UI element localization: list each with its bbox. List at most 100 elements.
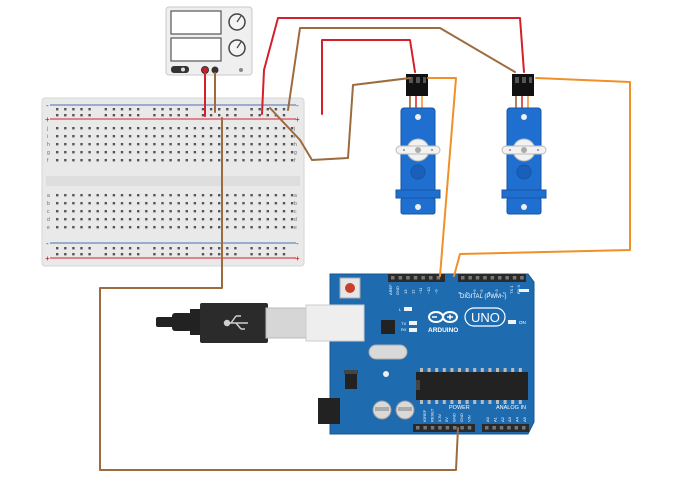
chip-leg bbox=[458, 368, 461, 372]
breadboard-hole bbox=[242, 218, 245, 221]
rail-hole bbox=[274, 253, 278, 256]
breadboard-hole bbox=[258, 135, 261, 138]
rail-hole bbox=[226, 114, 229, 117]
analog-pin-label: A1 bbox=[492, 416, 497, 422]
breadboard-hole bbox=[88, 143, 91, 146]
breadboard-hole bbox=[120, 151, 124, 154]
breadboard-hole bbox=[56, 151, 59, 154]
breadboard-hole bbox=[56, 127, 59, 130]
rail-minus-top: - bbox=[46, 101, 49, 110]
breadboard-hole bbox=[177, 159, 180, 162]
breadboard-hole bbox=[112, 151, 116, 154]
digital-pin-label: RX 0 bbox=[516, 284, 521, 294]
header-pin bbox=[436, 276, 441, 280]
breadboard-hole bbox=[282, 226, 286, 229]
breadboard-hole bbox=[258, 202, 261, 205]
breadboard-hole bbox=[201, 143, 205, 146]
breadboard-hole bbox=[96, 143, 99, 146]
breadboard-hole bbox=[226, 127, 229, 130]
breadboard-hole bbox=[137, 202, 140, 205]
breadboard-hole bbox=[145, 143, 148, 146]
rail-hole bbox=[250, 114, 253, 117]
breadboard-hole bbox=[250, 218, 253, 221]
rail-hole bbox=[56, 108, 59, 111]
header-pin bbox=[423, 426, 427, 430]
breadboard-hole bbox=[290, 202, 294, 205]
breadboard-hole bbox=[201, 202, 205, 205]
breadboard-hole bbox=[80, 151, 83, 154]
breadboard-hole bbox=[185, 127, 188, 130]
rail-hole bbox=[56, 253, 59, 256]
header-pin bbox=[421, 276, 425, 280]
breadboard-hole bbox=[145, 127, 148, 130]
breadboard-hole bbox=[250, 143, 253, 146]
rail-hole bbox=[56, 247, 59, 250]
rail-hole bbox=[185, 247, 188, 250]
rail-hole bbox=[161, 114, 164, 117]
breadboard-hole bbox=[218, 210, 221, 213]
breadboard-hole bbox=[128, 226, 132, 229]
row-letter: d bbox=[47, 217, 50, 223]
digital-pin-label: ~3 bbox=[494, 289, 499, 294]
power-switch[interactable] bbox=[171, 66, 189, 73]
rail-hole bbox=[274, 247, 278, 250]
rail-hole bbox=[266, 108, 269, 111]
breadboard-hole bbox=[120, 135, 124, 138]
rail-hole bbox=[80, 114, 83, 117]
usb-cable bbox=[156, 303, 365, 343]
usb-icon bbox=[223, 315, 248, 330]
crystal-oscillator bbox=[368, 344, 408, 360]
digital-pin-label: 13 bbox=[403, 289, 408, 294]
digital-pin-label: ~5 bbox=[479, 289, 484, 294]
row-letter: c bbox=[294, 209, 297, 215]
rail-hole bbox=[209, 114, 213, 117]
breadboard-hole bbox=[128, 127, 132, 130]
breadboard-hole bbox=[282, 159, 286, 162]
header-pin bbox=[483, 276, 487, 280]
header-pin bbox=[413, 276, 418, 280]
analog-pin-label: A2 bbox=[500, 416, 505, 422]
reset-button[interactable] bbox=[345, 283, 355, 293]
breadboard-hole bbox=[128, 151, 132, 154]
rail-hole bbox=[266, 114, 269, 117]
rail-hole bbox=[72, 247, 75, 250]
rail-hole bbox=[258, 108, 261, 111]
breadboard-hole bbox=[96, 226, 99, 229]
breadboard-hole bbox=[185, 210, 188, 213]
breadboard-hole bbox=[137, 151, 140, 154]
breadboard-hole bbox=[201, 226, 205, 229]
breadboard-hole bbox=[120, 143, 124, 146]
chip-leg bbox=[427, 400, 431, 404]
breadboard-hole bbox=[161, 159, 164, 162]
breadboard-hole bbox=[169, 135, 172, 138]
analog-pin-label: A4 bbox=[515, 416, 520, 422]
breadboard-hole bbox=[56, 218, 59, 221]
breadboard-hole bbox=[64, 210, 67, 213]
rail-hole bbox=[72, 253, 75, 256]
breadboard-hole bbox=[177, 143, 180, 146]
breadboard-hole bbox=[112, 143, 116, 146]
breadboard-hole bbox=[137, 143, 140, 146]
rail-hole bbox=[56, 114, 59, 117]
rail-hole bbox=[201, 108, 205, 111]
rail-hole bbox=[177, 108, 180, 111]
header-pin bbox=[468, 276, 472, 280]
row-letter: g bbox=[294, 150, 297, 156]
breadboard-hole bbox=[80, 210, 83, 213]
breadboard-hole bbox=[193, 127, 197, 130]
breadboard-hole bbox=[266, 143, 269, 146]
wire-orange-servo-left bbox=[427, 77, 457, 277]
breadboard-hole bbox=[242, 143, 245, 146]
row-letter: e bbox=[47, 225, 50, 231]
breadboard-hole bbox=[104, 218, 107, 221]
rail-hole bbox=[104, 247, 107, 250]
breadboard-hole bbox=[274, 210, 278, 213]
breadboard-hole bbox=[250, 151, 253, 154]
breadboard-hole bbox=[56, 159, 59, 162]
rail-hole bbox=[161, 247, 164, 250]
rail-hole bbox=[104, 114, 107, 117]
breadboard-hole bbox=[112, 226, 116, 229]
chip-leg bbox=[511, 400, 515, 404]
l-label: L bbox=[399, 307, 402, 312]
